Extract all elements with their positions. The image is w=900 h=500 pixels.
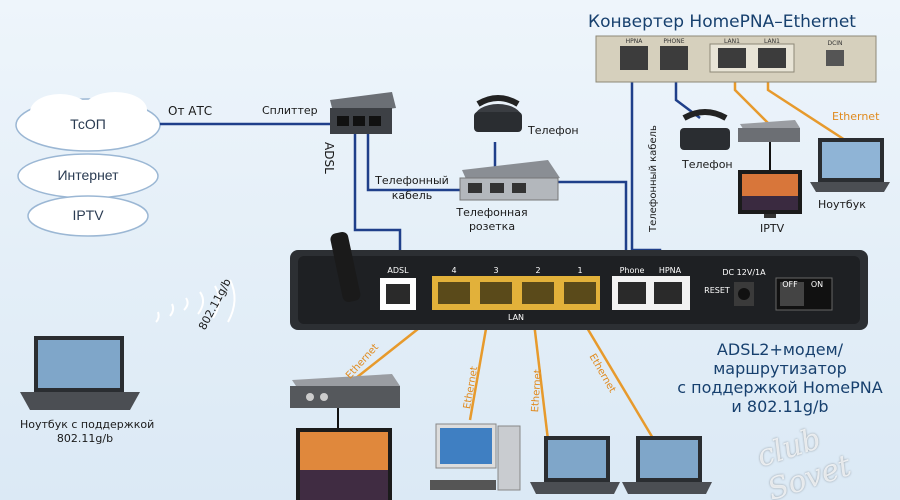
phone-socket-device <box>459 160 560 201</box>
label-iptv: IPTV <box>760 222 785 235</box>
port-label-lan-1: 1 <box>577 266 583 275</box>
conv-port-label-lan-a: LAN1 <box>724 38 740 45</box>
port-label-lan-3: 3 <box>493 266 499 275</box>
settop-box-right <box>738 120 800 142</box>
cloud-label-tsop: ТсОП <box>70 116 106 132</box>
phone-right <box>680 109 730 150</box>
router-device <box>290 231 868 330</box>
label-socket-1: Телефонная <box>456 206 528 219</box>
switch-label-off: OFF <box>782 280 798 289</box>
label-laptop-right: Ноутбук <box>818 198 866 211</box>
converter-title: Конвертер HomePNA–Ethernet <box>588 12 856 32</box>
converter-device <box>595 35 877 83</box>
splitter-device <box>330 92 396 134</box>
line-splitter-socket <box>366 130 468 192</box>
port-label-hpna: HPNA <box>658 266 682 275</box>
conv-port-label-phone: PHONE <box>663 38 685 45</box>
label-phone-right: Телефон <box>682 158 733 171</box>
router-title-line-4: и 802.11g/b <box>731 397 829 416</box>
cable-stb-tv <box>337 140 771 430</box>
cloud-label-internet: Интернет <box>57 167 119 183</box>
conv-port-label-lan-b: LAN1 <box>764 38 780 45</box>
cloud-tsop <box>15 92 161 152</box>
laptop-right <box>810 138 890 192</box>
conv-port-label-dcin: DCIN <box>827 40 843 47</box>
switch-label-on: ON <box>810 280 824 289</box>
router-title: ADSL2+модем/ маршрутизатор с поддержкой … <box>670 340 890 416</box>
port-label-lan-2: 2 <box>535 266 541 275</box>
port-label-reset: RESET <box>704 286 730 295</box>
cloud-iptv <box>27 195 149 237</box>
settop-box-left <box>290 374 400 408</box>
router-title-line-2: маршрутизатор <box>713 359 847 378</box>
conv-port-label-hpna: HPNA <box>625 38 643 45</box>
port-label-dc: DC 12V/1A <box>722 268 766 277</box>
laptop-left <box>20 336 140 410</box>
port-label-lan-4: 4 <box>451 266 457 275</box>
label-from-ats: От АТС <box>168 104 213 118</box>
label-phone-cable-2: кабель <box>391 189 433 202</box>
port-label-lan: LAN <box>507 313 525 322</box>
port-label-adsl: ADSL <box>387 266 409 275</box>
label-laptop-left-2: 802.11g/b <box>56 432 114 445</box>
label-phone-top: Телефон <box>528 124 579 137</box>
laptop-bottom-1 <box>530 436 620 494</box>
router-title-line-3: с поддержкой HomePNA <box>677 378 883 397</box>
router-title-line-1: ADSL2+модем/ <box>716 340 844 359</box>
label-laptop-left-1: Ноутбук с поддержкой <box>20 418 155 431</box>
cloud-label-iptv: IPTV <box>72 207 104 223</box>
label-phone-cable-vertical: Телефонный кабель <box>648 125 659 232</box>
port-label-phone: Phone <box>619 266 645 275</box>
label-splitter: Сплиттер <box>262 104 318 117</box>
tv-bottom <box>296 428 392 500</box>
wifi-waves <box>155 279 236 323</box>
desktop-pc <box>430 423 521 491</box>
phone-top <box>474 95 522 132</box>
cable-lines-blue <box>160 70 701 282</box>
label-adsl-vertical: ADSL <box>322 142 336 174</box>
label-socket-2: розетка <box>468 220 516 233</box>
laptop-bottom-2 <box>622 436 712 494</box>
label-phone-cable-1: Телефонный <box>375 174 449 187</box>
label-ethernet-right: Ethernet <box>832 110 880 123</box>
tv-right <box>738 170 802 218</box>
